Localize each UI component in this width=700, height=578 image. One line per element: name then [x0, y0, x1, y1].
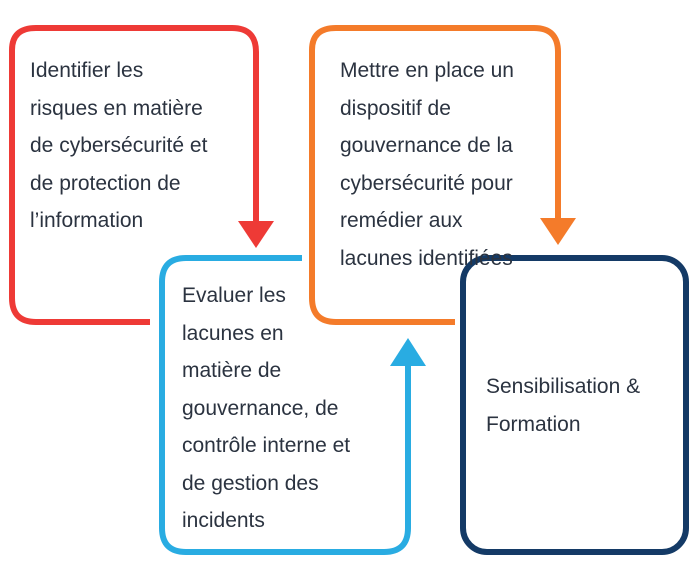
step-4-text: Sensibilisation & Formation — [486, 375, 641, 436]
step-3-text: Mettre en place un dispositif de gouvern… — [340, 59, 514, 270]
step-2-text: Evaluer les lacunes en matière de gouver… — [182, 284, 351, 532]
step-4-frame — [460, 255, 689, 555]
arrow-up-icon — [390, 338, 426, 366]
step-2-frame — [159, 255, 411, 555]
arrow-down-icon — [238, 221, 274, 248]
arrow-down-icon — [540, 218, 576, 245]
step-1-frame — [9, 25, 259, 325]
step-3-frame — [309, 25, 561, 325]
step-1-text: Identifier les risques en matière de cyb… — [30, 59, 208, 232]
